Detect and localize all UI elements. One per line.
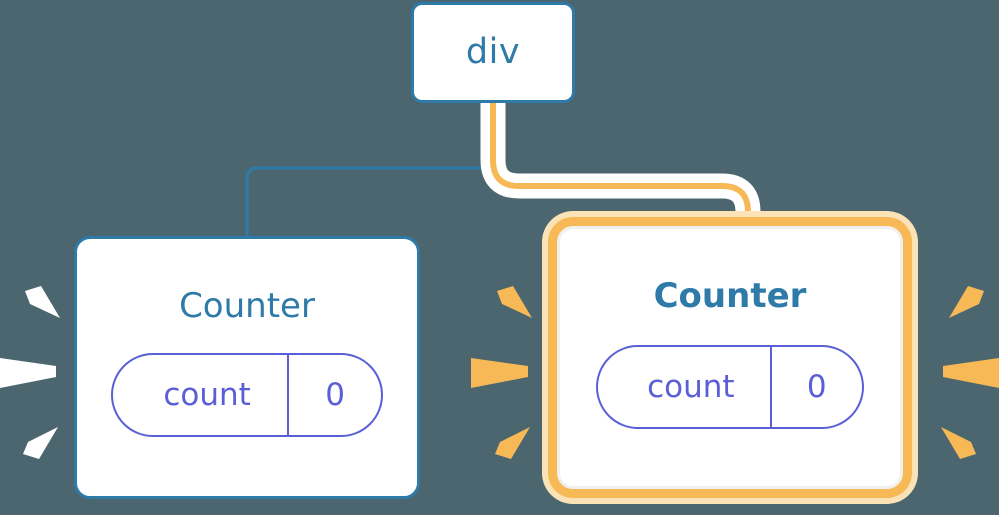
left-outer-rays [0,286,60,459]
node-counter-right[interactable]: Counter count 0 [557,226,903,489]
ray-lower-left [23,427,58,459]
node-counter-left-title: Counter [179,286,315,326]
ray-middle-right [943,358,999,388]
node-counter-left[interactable]: Counter count 0 [74,236,420,499]
state-key-right: count [647,368,735,405]
ray-upper-middle [497,286,532,318]
ray-lower-right [941,427,976,459]
middle-rays [471,286,532,459]
state-value-left: 0 [287,355,381,435]
node-div-label: div [465,32,521,72]
state-pill-right[interactable]: count 0 [596,345,864,429]
ray-upper-left [25,286,60,318]
right-outer-rays [941,286,999,459]
ray-lower-middle [495,427,530,459]
edge-root-to-left-child [245,103,495,238]
ray-middle-middle [471,358,528,388]
node-counter-right-title: Counter [653,276,807,316]
node-div[interactable]: div [411,2,575,103]
state-pill-left[interactable]: count 0 [111,353,383,437]
ray-middle-left [0,358,56,388]
ray-upper-right [949,286,984,318]
edge-root-to-right-child-halo [480,103,761,240]
state-key-left: count [163,376,251,413]
edge-root-to-right-child [490,103,751,240]
state-value-right: 0 [769,347,862,427]
